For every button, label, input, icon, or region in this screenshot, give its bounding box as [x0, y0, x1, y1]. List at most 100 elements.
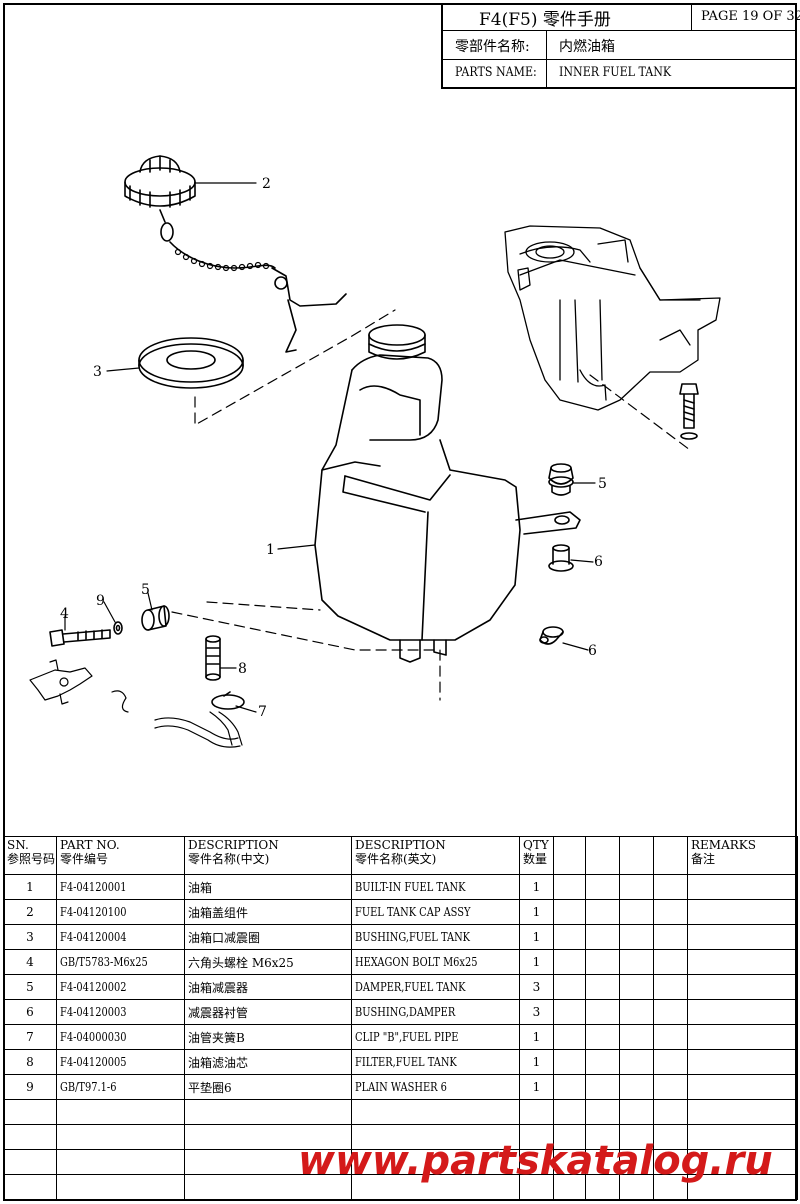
cell-desc-en [351, 1124, 520, 1150]
cell-blank [585, 974, 620, 1000]
cell-remarks [687, 999, 798, 1025]
cell-part-no [56, 1099, 185, 1125]
cell-blank [585, 874, 620, 900]
cell-remarks [687, 1024, 798, 1050]
cell-sn [3, 1174, 57, 1200]
cell-blank [619, 1024, 654, 1050]
bushing-ring-drawing [138, 337, 244, 389]
cell-desc-en [351, 1099, 520, 1125]
cell-desc-cn: 六角头螺栓 M6x25 [184, 949, 352, 975]
cell-blank [585, 1099, 620, 1125]
parts-name-en-row: PARTS NAME: INNER FUEL TANK [443, 60, 797, 87]
cell-blank [653, 899, 688, 925]
cell-blank [553, 949, 586, 975]
exploded-parts-diagram: 2 3 1 5 6 6 4 9 5 8 7 [29, 155, 721, 748]
cell-part-no: F4-04000030 [56, 1024, 185, 1050]
watermark: www.partskatalog.ru [298, 1138, 773, 1184]
title-block: F4(F5) 零件手册 PAGE 19 OF 32 零部件名称: 内燃油箱 PA… [441, 3, 800, 89]
cell-part-no: F4-04120004 [56, 924, 185, 950]
divider [546, 60, 547, 87]
cell-blank [653, 949, 688, 975]
cell-blank [653, 1099, 688, 1125]
cell-sn [3, 1149, 57, 1175]
fuel-pipe-drawing [154, 711, 243, 748]
cell-blank [553, 999, 586, 1025]
frame-bolt-drawing [679, 383, 699, 440]
cell-qty [519, 1174, 554, 1200]
cell-blank [585, 1049, 620, 1075]
cell-blank [585, 949, 620, 975]
parts-name-cn-value: 内燃油箱 [559, 39, 615, 55]
fuel-tank-body-drawing [314, 324, 581, 663]
col-blank [619, 836, 654, 875]
cell-remarks [687, 924, 798, 950]
table-row [3, 1174, 798, 1200]
cell-blank [553, 1099, 586, 1125]
callout-7: 7 [258, 704, 267, 720]
parts-name-en-label: PARTS NAME: [455, 65, 537, 80]
cell-blank [653, 999, 688, 1025]
cell-desc-cn: 油箱 [184, 874, 352, 900]
cell-blank [653, 1074, 688, 1100]
col-blank [653, 836, 688, 875]
cell-blank [585, 924, 620, 950]
cell-desc-en [351, 1174, 520, 1200]
cell-desc-cn: 油管夹簧B [184, 1024, 352, 1050]
cell-sn [3, 1099, 57, 1125]
cell-desc-en: BUSHING,DAMPER [351, 999, 520, 1025]
divider [546, 31, 547, 60]
cell-remarks [687, 1049, 798, 1075]
cell-sn: 9 [3, 1074, 57, 1100]
cell-blank [619, 1174, 654, 1200]
cell-remarks [687, 974, 798, 1000]
callout-4: 4 [60, 606, 69, 622]
cell-blank [619, 924, 654, 950]
parts-name-en-value: INNER FUEL TANK [559, 65, 672, 80]
cell-part-no: F4-04120001 [56, 874, 185, 900]
title-row: F4(F5) 零件手册 PAGE 19 OF 32 [443, 3, 800, 31]
cell-sn: 8 [3, 1049, 57, 1075]
cell-qty: 1 [519, 1074, 554, 1100]
cell-blank [619, 1074, 654, 1100]
cell-blank [619, 949, 654, 975]
cell-qty: 1 [519, 899, 554, 925]
cell-blank [553, 1149, 586, 1175]
bushing-lower-drawing [539, 626, 564, 645]
cell-desc-en: FUEL TANK CAP ASSY [351, 899, 520, 925]
fuel-filter-drawing [205, 635, 221, 681]
frame-section-drawing [504, 225, 721, 411]
fitting-drawing [29, 659, 129, 713]
col-sn: SN.参照号码 [3, 836, 57, 875]
col-blank [585, 836, 620, 875]
cell-blank [553, 874, 586, 900]
catalog-title: F4(F5) 零件手册 [479, 10, 611, 30]
cell-desc-cn: 平垫圈6 [184, 1074, 352, 1100]
callout-6-lower: 6 [588, 643, 597, 659]
cell-blank [553, 1074, 586, 1100]
callout-3: 3 [93, 364, 102, 380]
callout-8: 8 [238, 661, 247, 677]
cell-sn: 3 [3, 924, 57, 950]
cell-blank [553, 1024, 586, 1050]
callout-9: 9 [96, 593, 105, 609]
cell-blank [553, 924, 586, 950]
callout-6-right: 6 [594, 554, 603, 570]
assembly-guide-lines [171, 309, 691, 701]
fuel-pipe-clip-drawing [211, 691, 245, 710]
damper-right-drawing [548, 463, 574, 496]
cell-remarks [687, 1074, 798, 1100]
cell-part-no [56, 1174, 185, 1200]
cell-sn: 7 [3, 1024, 57, 1050]
cell-desc-en: PLAIN WASHER 6 [351, 1074, 520, 1100]
cell-remarks [687, 899, 798, 925]
cell-part-no: F4-04120100 [56, 899, 185, 925]
cell-blank [585, 899, 620, 925]
cell-qty: 1 [519, 1024, 554, 1050]
cell-sn: 6 [3, 999, 57, 1025]
cell-blank [653, 974, 688, 1000]
